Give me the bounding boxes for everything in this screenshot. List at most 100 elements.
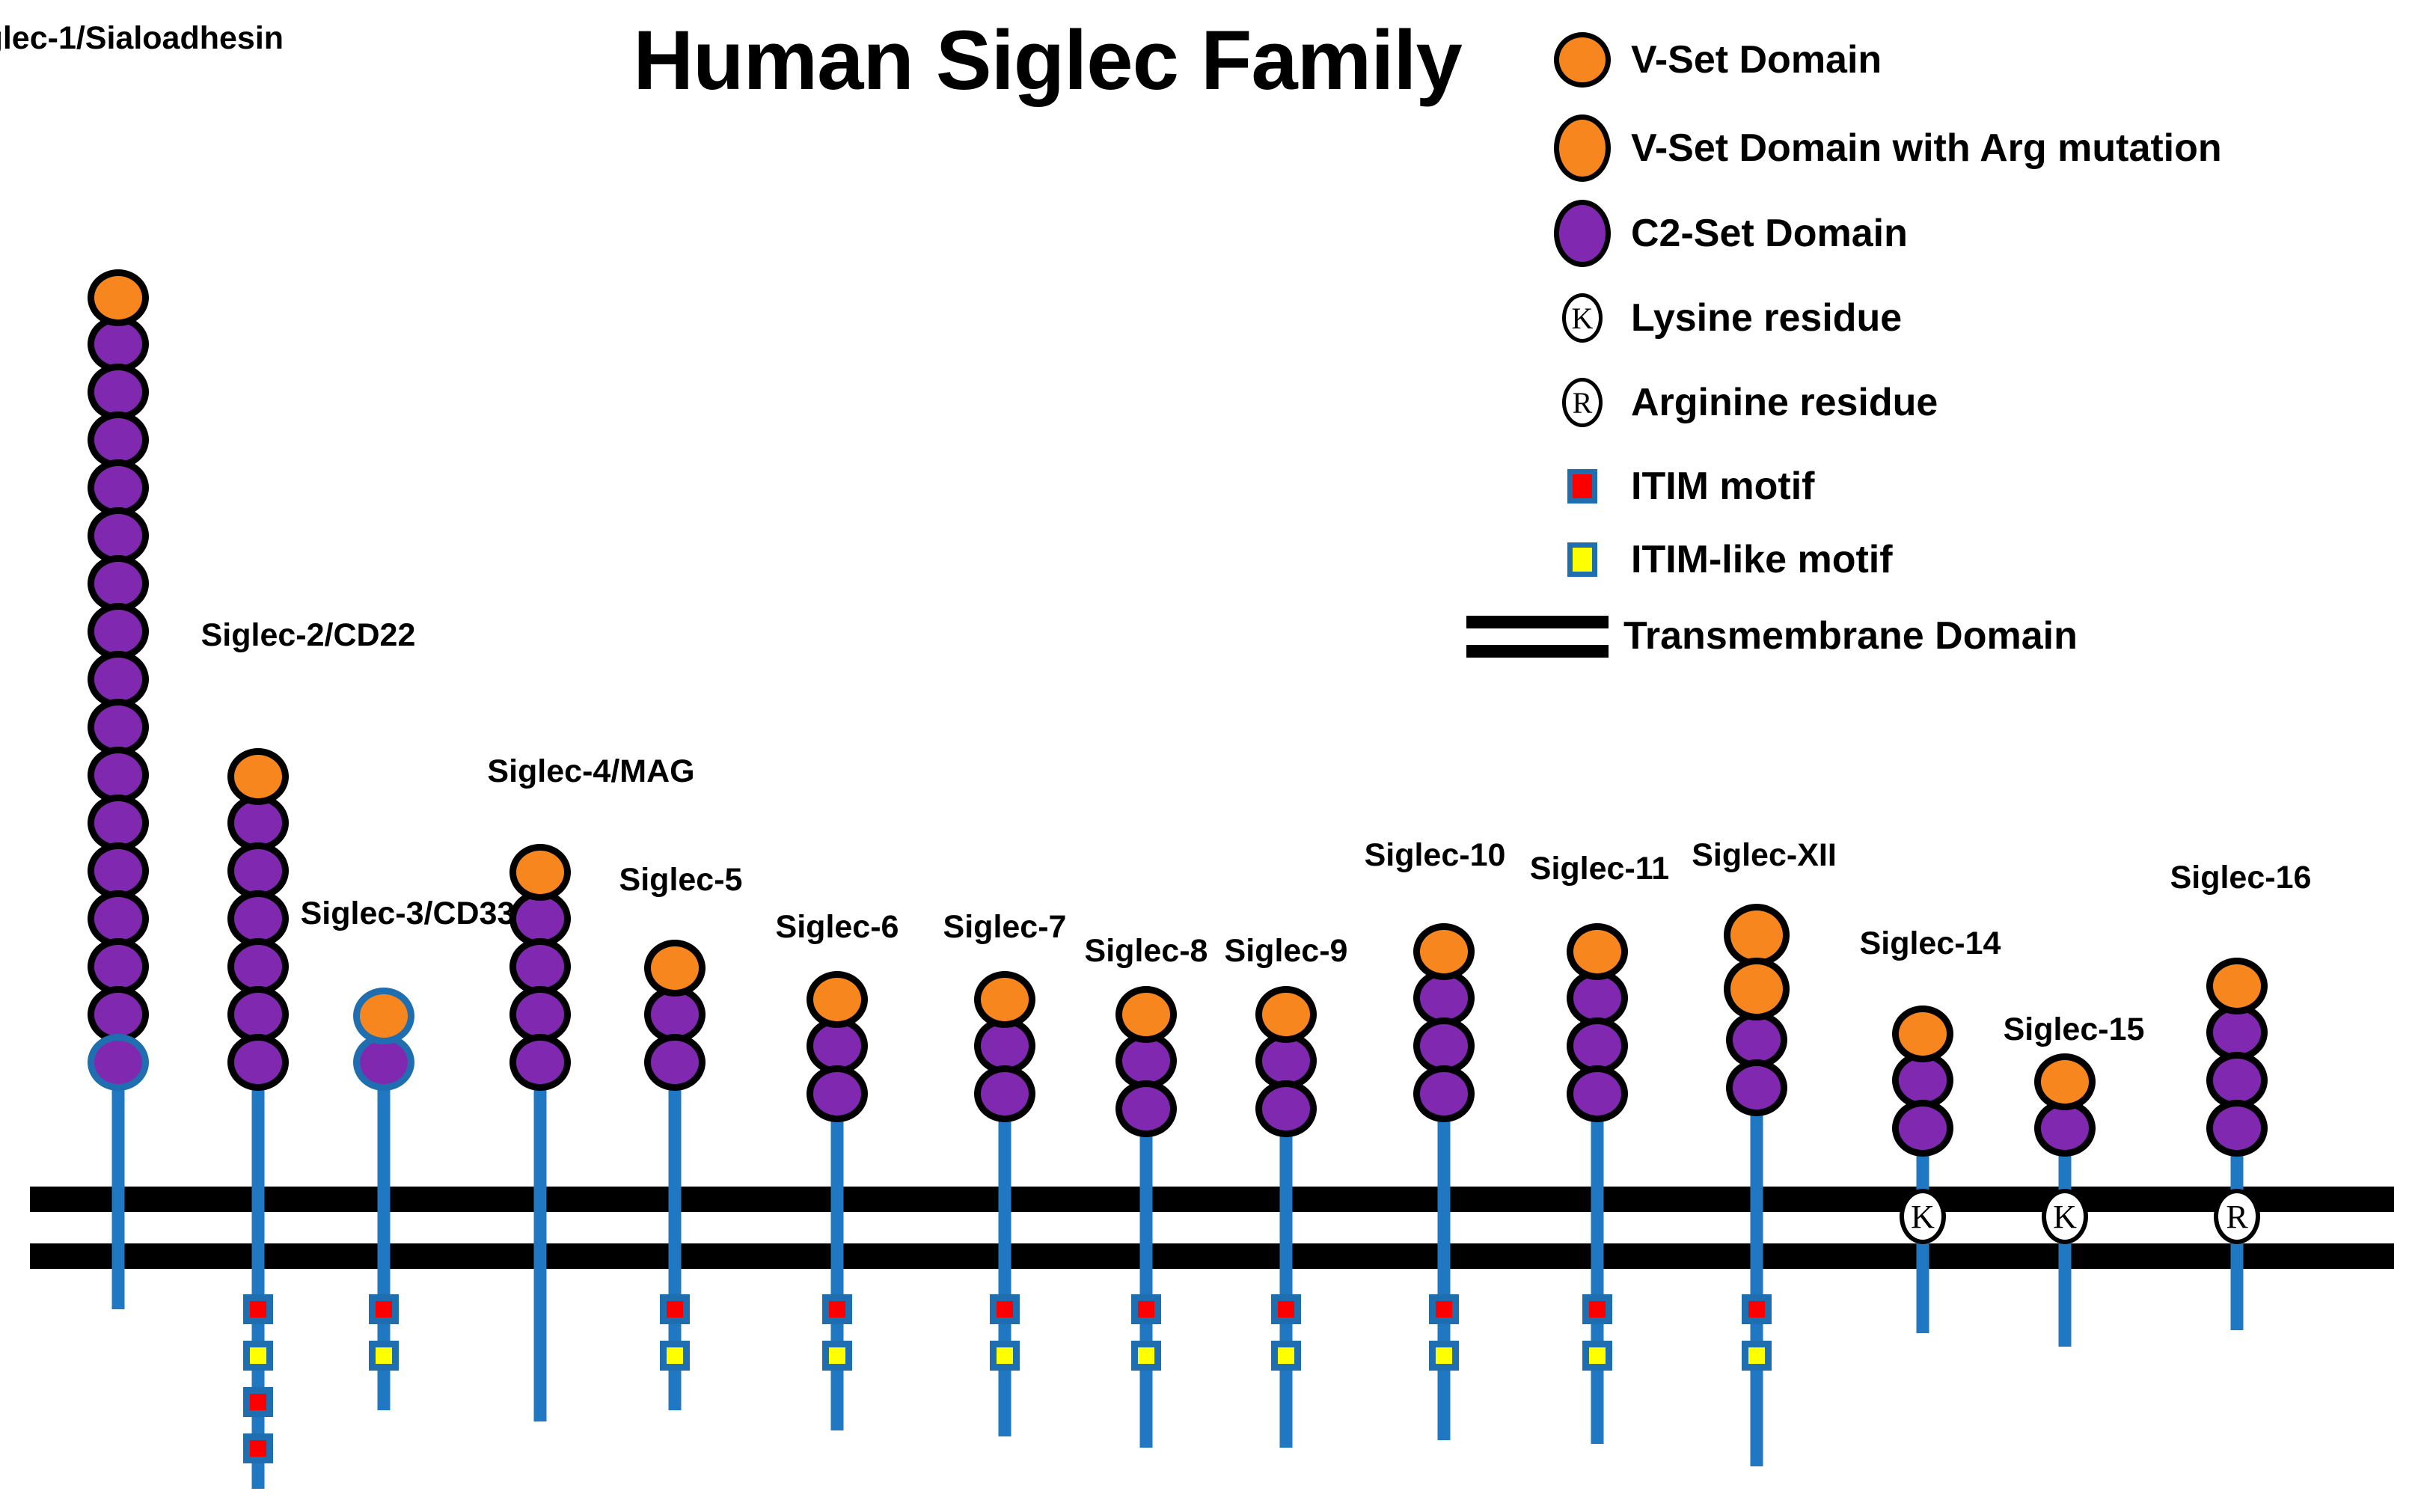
siglec-name-label: Siglec-4/MAG: [487, 753, 695, 789]
stalk-line: [251, 1076, 265, 1489]
legend-item: R Arginine residue: [1541, 373, 1938, 432]
arginine-residue-icon: R: [1562, 378, 1603, 427]
itim-like-motif-icon: [1131, 1341, 1161, 1371]
c2-set-domain-icon: [2206, 1100, 2268, 1157]
stalk-line: [998, 1107, 1011, 1436]
stalk-line: [377, 1076, 391, 1410]
stalk-line: [2058, 1142, 2072, 1347]
legend-icon-wrap: [1541, 30, 1623, 90]
siglec-name-label: Siglec-2/CD22: [201, 617, 416, 653]
siglec-name-label: Siglec-8: [1084, 933, 1208, 969]
siglec-name-label: Siglec-16: [2170, 860, 2312, 896]
itim-motif-icon: [1271, 1294, 1301, 1324]
legend-icon-wrap: [1541, 200, 1623, 267]
itim-motif-icon: [822, 1294, 852, 1324]
stalk-line: [111, 1076, 125, 1309]
legend-item: V-Set Domain: [1541, 30, 1882, 90]
itim-motif-icon: [1582, 1294, 1612, 1324]
c2-set-domain-icon: [88, 507, 149, 564]
c2-set-domain-icon: [1255, 1080, 1317, 1137]
itim-like-motif-icon: [822, 1341, 852, 1371]
v-set-domain-icon: [1115, 986, 1177, 1043]
c2-set-domain-icon: [88, 795, 149, 851]
siglec-name-label: Siglec-10: [1364, 837, 1506, 873]
c2-set-domain-icon: [88, 842, 149, 899]
itim-motif-icon: [990, 1294, 1020, 1324]
legend-item-label: ITIM motif: [1631, 465, 1815, 508]
legend-item: K Lysine residue: [1541, 288, 1902, 348]
legend-item-label: ITIM-like motif: [1631, 538, 1893, 581]
siglec-name-label: Siglec-15: [2003, 1011, 2145, 1047]
c2-set-domain-icon: [88, 1034, 149, 1091]
v-set-domain-arg-mutation-icon: [1724, 904, 1790, 967]
itim-like-motif-icon: [1567, 542, 1597, 577]
v-set-domain-icon: [1255, 986, 1317, 1043]
legend-item-label: Arginine residue: [1631, 381, 1938, 424]
siglec-name-label: Siglec-1/Sialoadhesin: [0, 20, 284, 56]
c2-set-domain-icon: [88, 747, 149, 804]
itim-motif-icon: [1742, 1294, 1772, 1324]
v-set-domain-arg-mutation-icon: [1554, 114, 1611, 182]
legend-item: C2-Set Domain: [1541, 200, 1908, 267]
v-set-domain-icon: [644, 940, 706, 997]
v-set-domain-icon: [227, 748, 289, 805]
c2-set-domain-icon: [227, 938, 289, 995]
v-set-domain-icon: [807, 971, 868, 1028]
stalk-line: [668, 1076, 682, 1410]
legend-icon-wrap: R: [1541, 373, 1623, 432]
c2-set-domain-icon: [1115, 1080, 1177, 1137]
transmembrane-bar-outer: [30, 1187, 2394, 1212]
siglec-name-label: Siglec-XII: [1692, 837, 1837, 873]
lysine-residue-icon: K: [1900, 1189, 1946, 1244]
v-set-domain-icon: [2206, 958, 2268, 1014]
legend-item-label: C2-Set Domain: [1631, 212, 1908, 255]
v-set-domain-icon: [88, 269, 149, 326]
v-set-domain-icon: [353, 988, 414, 1044]
stalk-line: [1437, 1107, 1451, 1440]
lysine-residue-icon: K: [1562, 293, 1603, 343]
legend-icon-wrap: [1466, 606, 1616, 666]
stalk-line: [1279, 1122, 1293, 1448]
stalk-line: [1139, 1122, 1153, 1448]
itim-motif-icon: [369, 1294, 399, 1324]
c2-set-domain-icon: [509, 938, 571, 995]
itim-motif-icon: [660, 1294, 690, 1324]
itim-like-motif-icon: [990, 1341, 1020, 1371]
c2-set-domain-icon: [509, 1034, 571, 1091]
legend-icon-wrap: K: [1541, 288, 1623, 348]
itim-like-motif-icon: [243, 1341, 273, 1371]
legend-item: V-Set Domain with Arg mutation: [1541, 114, 2222, 182]
c2-set-domain-icon: [1413, 1017, 1475, 1074]
legend-item-label: V-Set Domain with Arg mutation: [1631, 126, 2222, 170]
c2-set-domain-icon: [88, 938, 149, 995]
v-set-domain-icon: [974, 971, 1035, 1028]
legend-icon-wrap: [1541, 114, 1623, 182]
v-set-domain-arg-mutation-icon: [1724, 958, 1790, 1020]
v-set-domain-icon: [1892, 1006, 1953, 1062]
legend-item-label: V-Set Domain: [1631, 38, 1882, 82]
transmembrane-bar-inner: [30, 1243, 2394, 1269]
itim-motif-icon: [243, 1294, 273, 1324]
c2-set-domain-icon: [807, 1065, 868, 1122]
c2-set-domain-icon: [1413, 1065, 1475, 1122]
transmembrane-domain-icon: [1466, 614, 1609, 658]
v-set-domain-icon: [1413, 923, 1475, 980]
legend-item-label: Transmembrane Domain: [1623, 614, 2078, 658]
legend-item-label: Lysine residue: [1631, 296, 1903, 340]
legend-item: ITIM-like motif: [1541, 530, 1893, 590]
c2-set-domain-icon: [1892, 1100, 1953, 1157]
siglec-name-label: Siglec-3/CD33: [300, 896, 515, 931]
stalk-line: [533, 1076, 547, 1421]
siglec-name-label: Siglec-6: [775, 909, 899, 945]
legend-icon-wrap: [1541, 530, 1623, 590]
c2-set-domain-icon: [2206, 1052, 2268, 1109]
c2-set-domain-icon: [1567, 1017, 1628, 1074]
itim-motif-icon: [1567, 469, 1597, 504]
itim-like-motif-icon: [369, 1341, 399, 1371]
c2-set-domain-icon: [88, 555, 149, 612]
itim-motif-icon: [1131, 1294, 1161, 1324]
siglec-name-label: Siglec-14: [1859, 925, 2001, 961]
v-set-domain-icon: [1567, 923, 1628, 980]
legend-item: Transmembrane Domain: [1466, 606, 2078, 666]
